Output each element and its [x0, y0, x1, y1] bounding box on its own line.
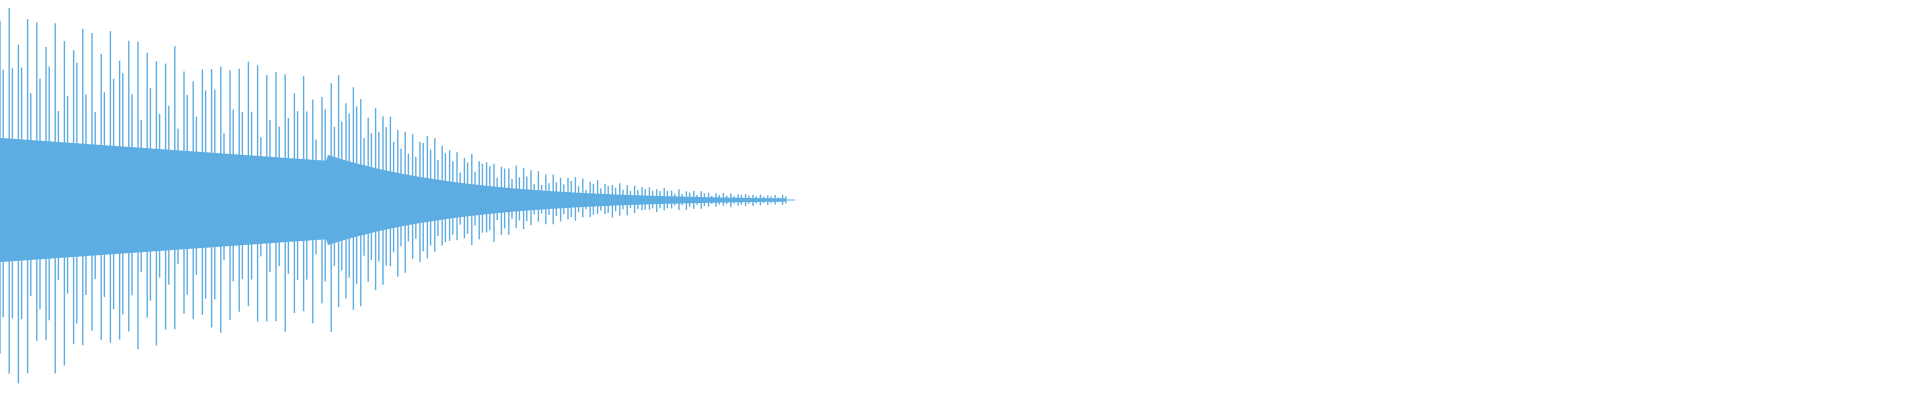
waveform-spikes: [0, 8, 787, 384]
waveform-samples: [0, 8, 796, 384]
